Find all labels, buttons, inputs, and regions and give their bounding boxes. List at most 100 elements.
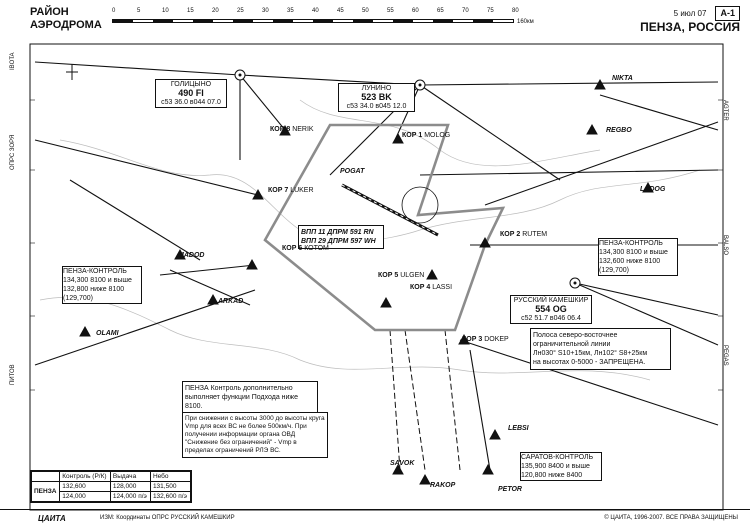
table-empty-corner xyxy=(30,471,61,482)
scale-label-15: 15 xyxy=(187,8,194,14)
note-line: на высотах 0-5000 - ЗАПРЕЩЕНА. xyxy=(533,359,646,366)
freq-ident: 523 BK xyxy=(361,92,392,102)
freq-box-penza-control-e: ПЕНЗА-КОНТРОЛЬ 134,300 8100 и выше 132,6… xyxy=(598,238,678,276)
point-label-nikta: NIKTA xyxy=(612,75,633,82)
scale-label-75: 75 xyxy=(487,8,494,14)
scale-label-20: 20 xyxy=(212,8,219,14)
vpp-line-1: ВПП 11 ДПРМ 591 RN xyxy=(301,229,374,236)
note-vpp: ВПП 11 ДПРМ 591 RN ВПП 29 ДПРМ 597 WH xyxy=(298,225,384,249)
freq-ident: 490 FI xyxy=(178,88,204,98)
point-label-madod: MADOD xyxy=(178,252,205,259)
freq-box-lunino: ЛУНИНО 523 BK c53 34.0 в045 12.0 xyxy=(338,83,415,112)
scale-label-10: 10 xyxy=(162,8,169,14)
point-label-regbo: REGBO xyxy=(606,127,632,134)
freq-line: 134,300 8100 и выше xyxy=(599,249,668,256)
table-cell: 128,000 xyxy=(109,481,151,492)
freq-box-penza-control-w: ПЕНЗА-КОНТРОЛЬ 134,300 8100 и выше 132,8… xyxy=(62,266,142,304)
point-label-kor3: КОР 3 DOKEP xyxy=(462,336,509,343)
side-label-agter: AGTER xyxy=(722,100,728,121)
table-row-name: ПЕНЗА xyxy=(30,481,61,502)
side-label-pegas: PEGAS xyxy=(722,345,728,366)
note-restricted-zone: Полоса северо-восточнее ограничительной … xyxy=(530,328,671,370)
table-header: Контроль (Р/К) xyxy=(59,471,111,482)
chart-header-right: 5 июл 07 A-1 ПЕНЗА, РОССИЯ xyxy=(640,6,740,34)
freq-coord: c52 51.7 в046 06.4 xyxy=(521,315,581,322)
freq-coord: c53 36.0 в044 07.0 xyxy=(161,99,221,106)
chart-date: 5 июл 07 xyxy=(673,9,707,18)
freq-box-saratov: САРАТОВ-КОНТРОЛЬ 135,900 8400 и выше 120… xyxy=(520,452,602,481)
footer-change-note: ИЗМ: Координаты ОПРС РУССКИЙ КАМЕШКИР xyxy=(100,515,235,521)
table-cell: 131,500 xyxy=(149,481,192,492)
freq-line: 135,900 8400 и выше xyxy=(521,463,590,470)
scale-label-5: 5 xyxy=(137,8,141,14)
point-label-kor1: КОР 1 MOLOG xyxy=(402,132,451,139)
note-penza-control: ПЕНЗА Контроль дополнительно выполняет ф… xyxy=(182,381,318,414)
freq-line: (129,700) xyxy=(599,267,629,274)
chart-title: РАЙОН АЭРОДРОМА xyxy=(30,6,102,32)
scale-bar: 0 5 10 15 20 25 30 35 40 45 50 55 60 65 … xyxy=(112,8,534,27)
side-label-balso: BALSO xyxy=(722,235,728,256)
scale-label-45: 45 xyxy=(337,8,344,14)
freq-ident: 554 OG xyxy=(535,304,567,314)
freq-line: 134,300 8100 и выше xyxy=(63,277,132,284)
freq-name: ГОЛИЦЫНО xyxy=(170,81,212,88)
footer-copyright: © ЦАИТА, 1996-2007. ВСЕ ПРАВА ЗАЩИЩЕНЫ xyxy=(604,515,738,521)
scale-label-35: 35 xyxy=(287,8,294,14)
scale-label-65: 65 xyxy=(437,8,444,14)
scale-label-40: 40 xyxy=(312,8,319,14)
freq-line: 120,800 ниже 8400 xyxy=(521,472,583,479)
point-label-savok: SAVOK xyxy=(390,460,415,467)
point-label-pogat: POGAT xyxy=(340,168,365,175)
scale-label-25: 25 xyxy=(237,8,244,14)
scale-label-60: 60 xyxy=(412,8,419,14)
point-label-lebsi: LEBSI xyxy=(508,425,529,432)
freq-name: ПЕНЗА-КОНТРОЛЬ xyxy=(599,240,663,247)
table-cell: 124,000 xyxy=(59,491,111,502)
freq-line: (129,700) xyxy=(63,295,93,302)
freq-name: ЛУНИНО xyxy=(361,85,392,92)
scale-label-30: 30 xyxy=(262,8,269,14)
point-label-ladog: LADOG xyxy=(640,186,666,193)
freq-name: ПЕНЗА-КОНТРОЛЬ xyxy=(63,268,127,275)
point-label-kor7: КОР 7 LUKER xyxy=(268,187,314,194)
table-header: Небо xyxy=(149,471,192,482)
freq-line: 132,800 ниже 8100 xyxy=(63,286,125,293)
point-label-kor6: КОР 6 КОТОМ xyxy=(282,245,329,252)
chart-city: ПЕНЗА, РОССИЯ xyxy=(640,20,740,34)
side-label-pitov: ПИТОВ xyxy=(10,364,16,385)
scale-unit: 160км xyxy=(517,19,534,25)
scale-label-55: 55 xyxy=(387,8,394,14)
scale-label-0: 0 xyxy=(112,8,116,14)
side-label-ibota: IBOTA xyxy=(10,52,16,70)
freq-box-golitsyno: ГОЛИЦЫНО 490 FI c53 36.0 в044 07.0 xyxy=(155,79,227,108)
freq-box-russky: РУССКИЙ КАМЕШКИР 554 OG c52 51.7 в046 06… xyxy=(510,295,592,324)
chart-footer: ЦАИТА ИЗМ: Координаты ОПРС РУССКИЙ КАМЕШ… xyxy=(0,509,750,528)
table-cell: 124,000 п/э xyxy=(109,491,151,502)
freq-line: 132,600 ниже 8100 xyxy=(599,258,661,265)
point-label-kor4: КОР 4 LASSI xyxy=(410,284,453,291)
chart-number: A-1 xyxy=(715,6,740,21)
freq-name: САРАТОВ-КОНТРОЛЬ xyxy=(521,454,594,461)
vpp-line-2: ВПП 29 ДПРМ 597 WH xyxy=(301,238,376,245)
table-header: Выдача xyxy=(109,471,151,482)
note-line: Полоса северо-восточнее ограничительной … xyxy=(533,332,618,348)
note-line: Лн030° S10+15км, Лн102° S8+25км xyxy=(533,350,648,357)
title-line-2: АЭРОДРОМА xyxy=(30,19,102,31)
point-label-kor5: КОР 5 ULGEN xyxy=(378,272,425,279)
scale-ruler xyxy=(112,19,514,23)
table-cell: 132,600 п/э xyxy=(149,491,192,502)
scale-label-80: 80 xyxy=(512,8,519,14)
table-cell: 132,600 xyxy=(59,481,111,492)
point-label-kor8: КОР 8 NERIK xyxy=(270,126,314,133)
frequency-table: Контроль (Р/К) Выдача Небо ПЕНЗА 132,600… xyxy=(30,470,192,503)
scale-label-70: 70 xyxy=(462,8,469,14)
title-line-1: РАЙОН xyxy=(30,6,69,18)
point-label-rakop: RAKOP xyxy=(430,482,456,489)
point-label-kor2: КОР 2 RUTEM xyxy=(500,231,548,238)
logo: ЦАИТА xyxy=(38,514,66,523)
note-descent: При снижении с высоты 3000 до высоты кру… xyxy=(182,412,328,458)
scale-label-50: 50 xyxy=(362,8,369,14)
point-label-olami: OLAMI xyxy=(96,330,119,337)
